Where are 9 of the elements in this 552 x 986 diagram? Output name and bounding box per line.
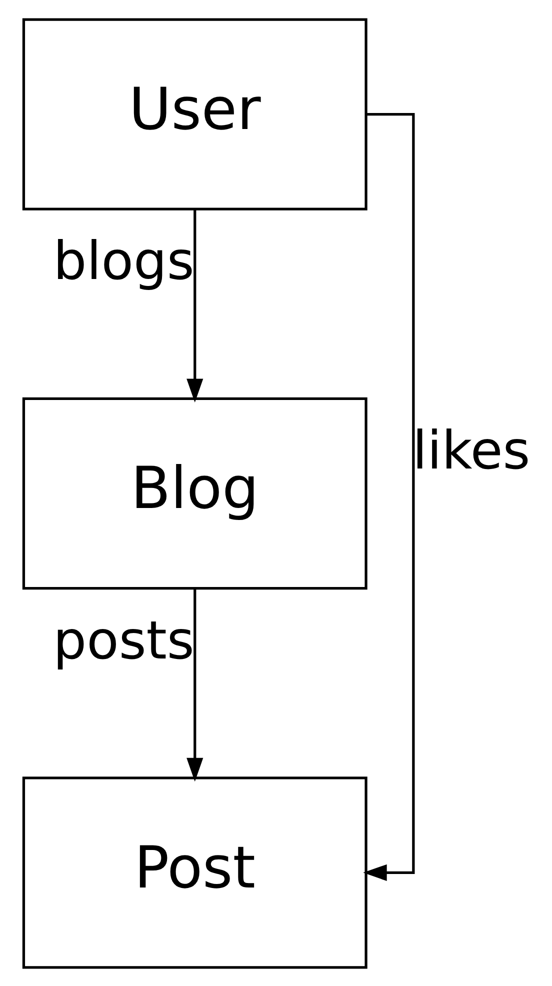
node-box: Post (22, 776, 367, 968)
edge-label: posts (52, 610, 194, 671)
node-box: Blog (22, 396, 367, 590)
arrow (362, 112, 414, 880)
node-box: User (22, 18, 367, 210)
arrow (186, 588, 203, 782)
edge-label: likes (412, 420, 530, 481)
edge-label: blogs (52, 230, 194, 292)
arrow (186, 210, 203, 402)
